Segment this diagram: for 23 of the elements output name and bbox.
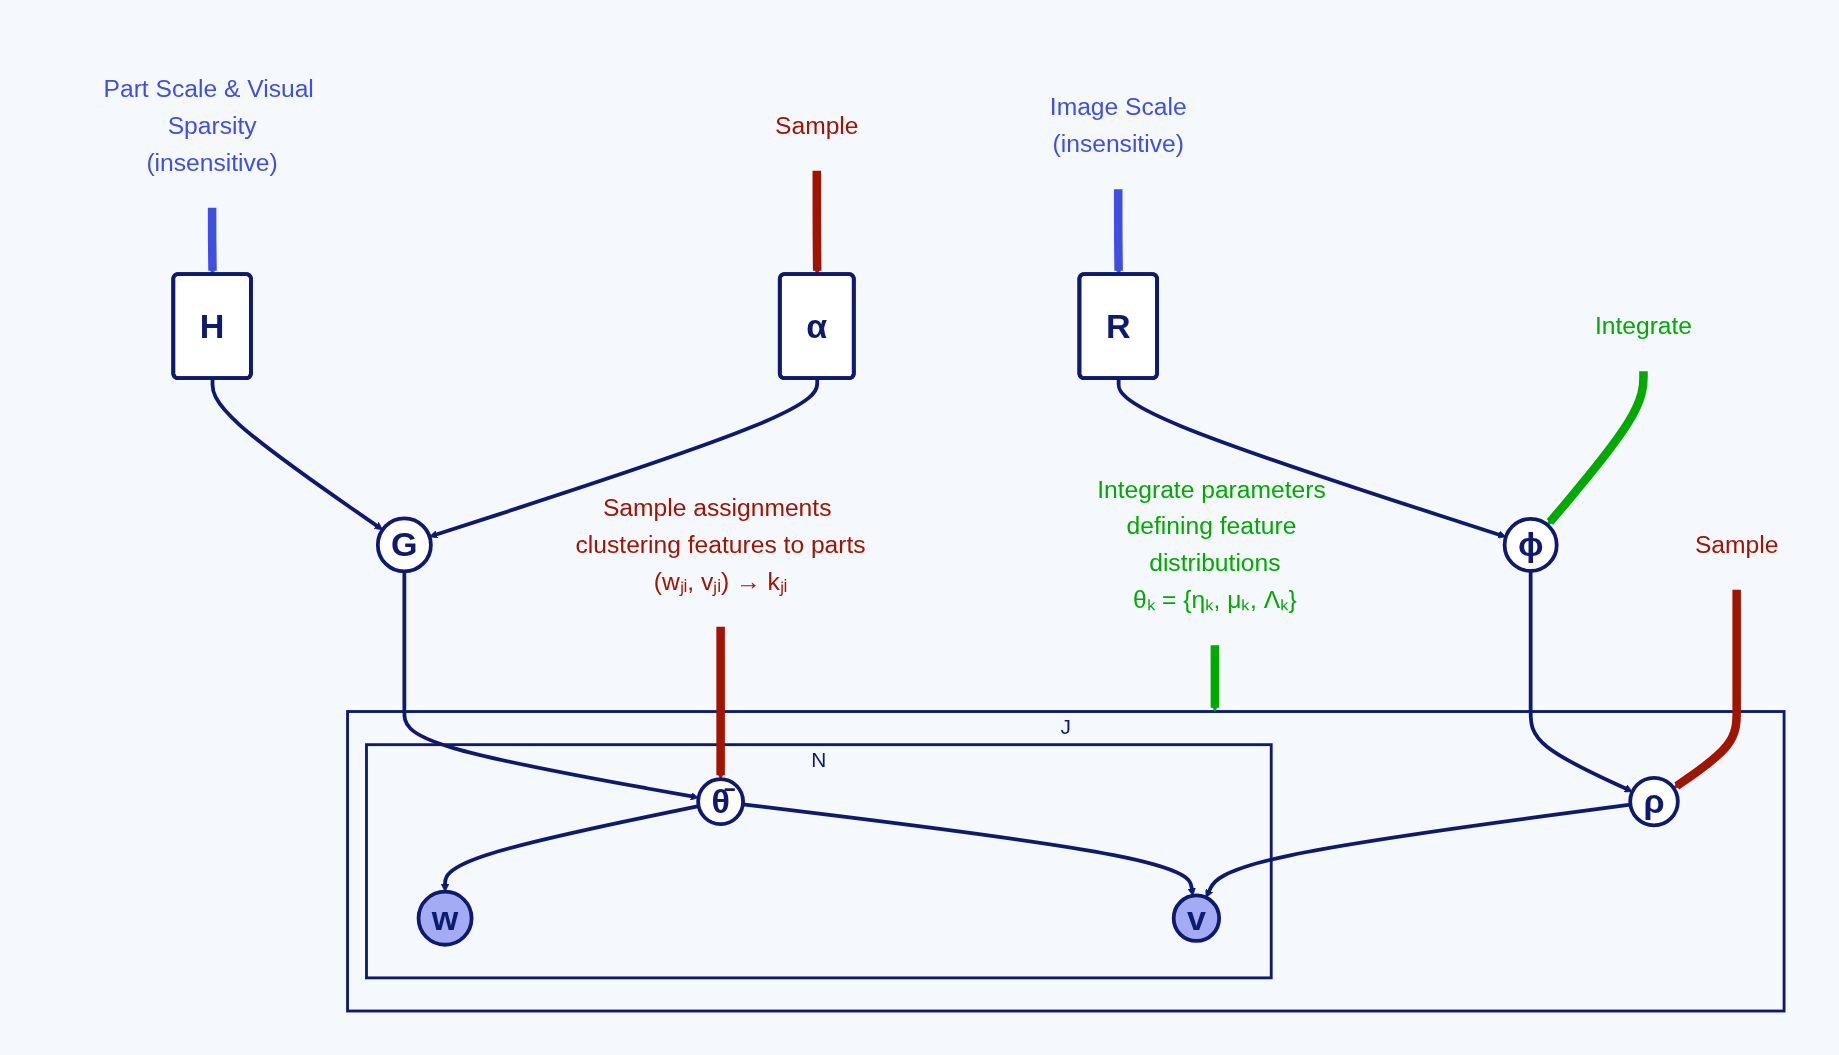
node-text: Sample bbox=[775, 111, 859, 140]
node-circle: v bbox=[1171, 893, 1222, 943]
node-text: Part Scale & Visual Sparsity (insensitive) bbox=[103, 74, 314, 177]
arrow bbox=[210, 378, 383, 531]
node-text: Sample assignments clustering features to parts (wⱼᵢ, vⱼᵢ) → kⱼᵢ bbox=[575, 493, 866, 596]
node-circle: G bbox=[375, 516, 433, 574]
arrow bbox=[1210, 645, 1220, 712]
node-text: Integrate bbox=[1594, 311, 1693, 340]
node-circle: w bbox=[416, 889, 474, 947]
arrow bbox=[1528, 570, 1633, 793]
node-text: Image Scale (insensitive) bbox=[1049, 92, 1187, 159]
node-circle: ϕ bbox=[1502, 516, 1559, 573]
arrow bbox=[812, 170, 822, 275]
node-circle: θ̄ bbox=[696, 777, 745, 826]
arrow bbox=[207, 207, 217, 275]
arrow bbox=[429, 378, 820, 539]
node-text: Sample bbox=[1694, 530, 1779, 559]
arrow bbox=[1113, 189, 1123, 275]
node-text: Integrate parameters defining feature distributions θₖ = {ηₖ, μₖ, Λₖ} bbox=[1097, 474, 1326, 614]
node-circle: ρ bbox=[1628, 775, 1680, 828]
arrow bbox=[1546, 371, 1648, 526]
arrow bbox=[1673, 589, 1741, 790]
arrow bbox=[716, 626, 725, 780]
